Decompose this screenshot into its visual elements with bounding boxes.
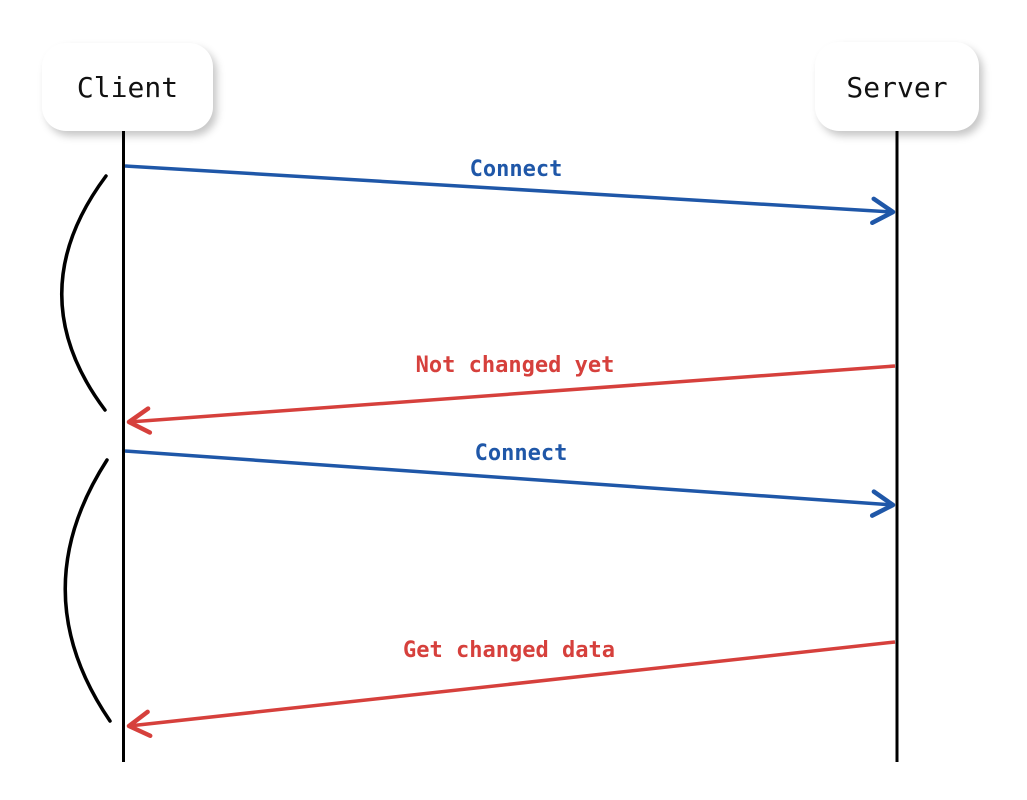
message-label-connect-2: Connect	[475, 441, 568, 466]
message-label-get-changed-data: Get changed data	[403, 638, 615, 663]
waiting-arc-2	[63, 458, 112, 723]
message-arrow-connect-1	[124, 164, 896, 226]
actor-server: Server	[815, 42, 979, 131]
client-label: Client	[77, 71, 178, 104]
server-box	[815, 42, 979, 131]
message-arrow-get-changed-data	[126, 640, 896, 738]
message-label-connect-1: Connect	[470, 157, 563, 182]
message-arrow-not-changed-yet	[126, 364, 896, 435]
server-label: Server	[846, 71, 947, 104]
client-box	[42, 43, 213, 131]
waiting-arc-1	[60, 174, 108, 412]
message-label-not-changed-yet: Not changed yet	[416, 353, 615, 378]
actor-client: Client	[42, 43, 213, 131]
message-arrow-connect-2	[124, 449, 896, 518]
